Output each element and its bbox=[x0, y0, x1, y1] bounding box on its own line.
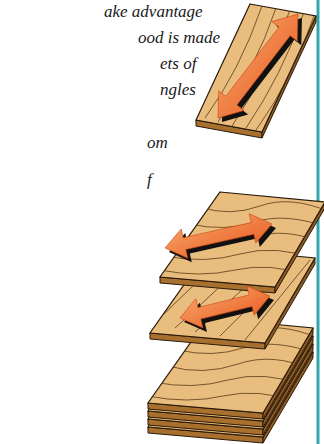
text-fragment: om bbox=[147, 133, 168, 153]
text-fragment: ood is made bbox=[138, 28, 220, 48]
text-fragment: ake advantage bbox=[104, 2, 203, 22]
text-fragment: ets of bbox=[160, 54, 196, 74]
text-fragment: ngles bbox=[160, 80, 196, 100]
text-fragment: f bbox=[147, 170, 152, 190]
